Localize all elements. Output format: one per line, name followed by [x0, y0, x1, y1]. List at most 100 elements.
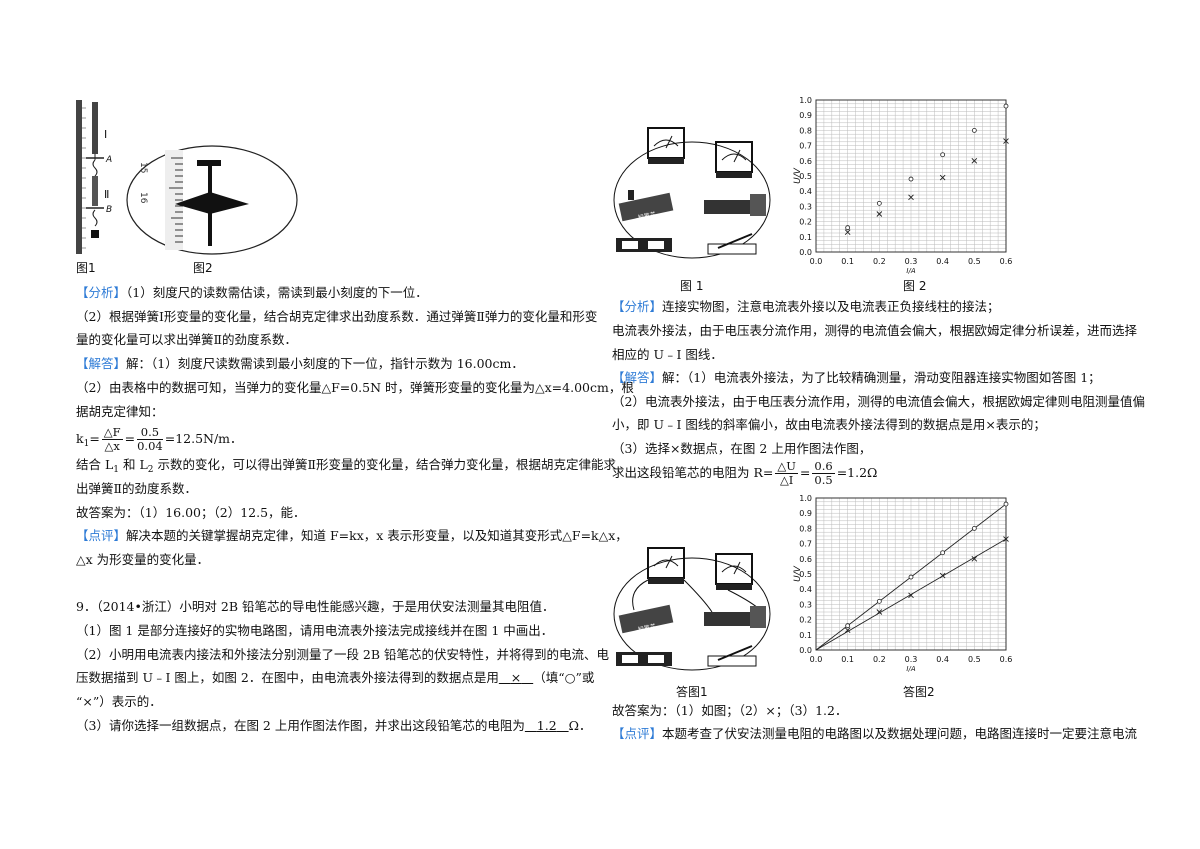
r-answer-line: 故答案为：（1）如图；（2）×；（3）1.2． — [612, 703, 848, 718]
y-tick-label: 0.7 — [799, 142, 812, 151]
y-tick-label: 0.0 — [799, 646, 812, 655]
q9-3-post: Ω． — [568, 718, 592, 733]
data-point-circle — [971, 526, 977, 531]
r-comment-tag: 【点评】 — [612, 726, 663, 741]
r-analysis-2a: 电流表外接法，由于电压表分流作用，测得的电流值会偏大，根据欧姆定律分析误差，进而… — [612, 323, 1138, 338]
label-point-b: B — [106, 205, 112, 215]
data-point-circle — [940, 152, 946, 158]
ans-fig2-caption: 答图2 — [903, 685, 935, 699]
left-fig2-caption: 图2 — [193, 261, 213, 275]
r-solution-2a: （2）电流表外接法，由于电压表分流作用，测得的电流值会偏大，根据欧姆定律则电阻测… — [612, 394, 1145, 409]
r-frac1-den: △I — [779, 473, 794, 487]
switch-1 — [707, 233, 757, 255]
data-point-circle — [908, 574, 914, 580]
battery-1 — [616, 238, 672, 252]
pencil-lead-1 — [704, 194, 766, 216]
analysis-1: 【分析】（1）刻度尺的读数需估读，需读到最小刻度的下一位． — [76, 284, 428, 302]
x-tick-label: 0.1 — [841, 257, 854, 266]
x-tick-label: 0.5 — [968, 655, 981, 664]
right-fig2-caption: 图 2 — [903, 279, 927, 293]
q9-3-pre: （3）请你选择一组数据点，在图 2 上用作图法作图，并求出这段铅笔芯的电阻为 — [76, 718, 525, 733]
data-point-circle — [940, 550, 946, 556]
data-point-circle — [876, 200, 882, 206]
data-point-cross — [971, 157, 978, 164]
label-spring-2: Ⅱ — [104, 188, 109, 201]
ammeter-1 — [647, 127, 685, 164]
rheostat-1 — [618, 190, 674, 222]
y-tick-label: 0.4 — [799, 187, 812, 196]
r-frac2-num: 0.6 — [812, 459, 835, 474]
s3-pre: 结合 L — [76, 457, 114, 472]
x-tick-label: 0.1 — [841, 655, 854, 664]
data-point-circle — [971, 128, 977, 133]
data-point-cross — [844, 627, 851, 634]
y-axis-label: U/V — [793, 565, 803, 582]
data-point-circle — [1003, 103, 1009, 109]
q9-2b-text: 压数据描到 U﹣I 图上，如图 2．在图中，由电流表外接法得到的数据点是用 — [76, 670, 499, 685]
data-point-circle — [876, 598, 882, 604]
q9-part3: （3）请你选择一组数据点，在图 2 上用作图法作图，并求出这段铅笔芯的电阻为 1… — [76, 717, 591, 735]
left-fig1-caption: 图1 — [76, 261, 96, 275]
data-point-cross — [1003, 536, 1009, 542]
r-comment-text: 本题考查了伏安法测量电阻的电路图以及数据处理问题，电路图连接时一定要注意电流 — [662, 726, 1138, 741]
label-point-a: A — [105, 155, 112, 165]
r-solution-3: （3）选择×数据点，在图 2 上用作图法作图， — [612, 441, 872, 456]
r-frac2-den: 0.5 — [814, 473, 833, 487]
q9-3-answer-value: 1.2 — [536, 718, 557, 733]
r-formula-result: =1.2Ω — [836, 465, 878, 480]
pencil-lead-2 — [704, 606, 766, 628]
voltmeter-2 — [715, 553, 753, 590]
y-tick-label: 0.9 — [799, 111, 812, 120]
circuit-2-label: 铅笔芯 — [637, 622, 656, 634]
label-spring-1: Ⅰ — [104, 128, 107, 141]
r-solution-1-text: 解：（1）电流表外接法，为了比较精确测量，滑动变阻器连接实物图如答图 1； — [662, 370, 1101, 385]
cross-stroke — [908, 194, 914, 201]
y-tick-label: 0.1 — [799, 233, 812, 242]
solution-1: 【解答】解：（1）刻度尺读数需读到最小刻度的下一位，指针示数为 16.00cm． — [76, 355, 524, 373]
x-tick-label: 0.3 — [905, 257, 918, 266]
r-solution-1: 【解答】解：（1）电流表外接法，为了比较精确测量，滑动变阻器连接实物图如答图 1… — [612, 369, 1101, 387]
data-point-cross — [939, 174, 946, 181]
data-point-cross — [876, 211, 883, 217]
data-point-cross — [971, 555, 978, 562]
q9-2b-post: （填“○”或 — [533, 670, 595, 685]
data-point-circle — [1003, 501, 1009, 507]
r-analysis-1: 【分析】连接实物图，注意电流表外接以及电流表正负接线柱的接法； — [612, 298, 1000, 316]
cross-stroke — [844, 627, 851, 634]
rheostat-2 — [618, 604, 674, 634]
cross-stroke — [844, 229, 851, 236]
formula-frac-1: △F△x — [101, 426, 123, 453]
cross-stroke — [876, 609, 883, 615]
y-tick-label: 0.5 — [799, 570, 812, 579]
r-frac1-num: △U — [775, 459, 798, 474]
frac2-num: 0.5 — [137, 426, 163, 440]
cross-stroke — [939, 174, 946, 181]
analysis-2b: 量的变化量可以求出弹簧Ⅱ的劲度系数． — [76, 332, 297, 347]
y-tick-label: 0.7 — [799, 540, 812, 549]
cross-stroke — [908, 592, 914, 599]
analysis-1-text: （1）刻度尺的读数需估读，需读到最小刻度的下一位． — [126, 285, 428, 300]
cross-stroke — [971, 555, 978, 562]
frac1-den: △x — [104, 439, 120, 453]
data-point-cross — [1003, 138, 1009, 144]
frac2-den: 0.04 — [137, 439, 163, 453]
x-axis-label: I/A — [906, 665, 915, 673]
y-tick-label: 0.6 — [799, 555, 812, 564]
solution-tag: 【解答】 — [76, 356, 127, 371]
x-tick-label: 0.0 — [810, 655, 823, 664]
x-tick-label: 0.2 — [873, 257, 886, 266]
data-point-circle — [908, 176, 914, 182]
q9-part1: （1）图 1 是部分连接好的实物电路图，请用电流表外接法完成接线并在图 1 中画… — [76, 623, 554, 638]
y-tick-label: 0.6 — [799, 157, 812, 166]
battery-2 — [616, 652, 672, 666]
analysis-2a: （2）根据弹簧Ⅰ形变量的变化量，结合胡克定律求出劲度系数．通过弹簧Ⅱ弹力的变化量… — [76, 309, 598, 324]
formula-eq2: = — [124, 431, 136, 446]
switch-2 — [707, 645, 757, 667]
r-frac-1: △U△I — [775, 460, 798, 487]
data-point-cross — [876, 609, 883, 615]
q9-part2b: 压数据描到 U﹣I 图上，如图 2．在图中，由电流表外接法得到的数据点是用 × … — [76, 669, 594, 687]
